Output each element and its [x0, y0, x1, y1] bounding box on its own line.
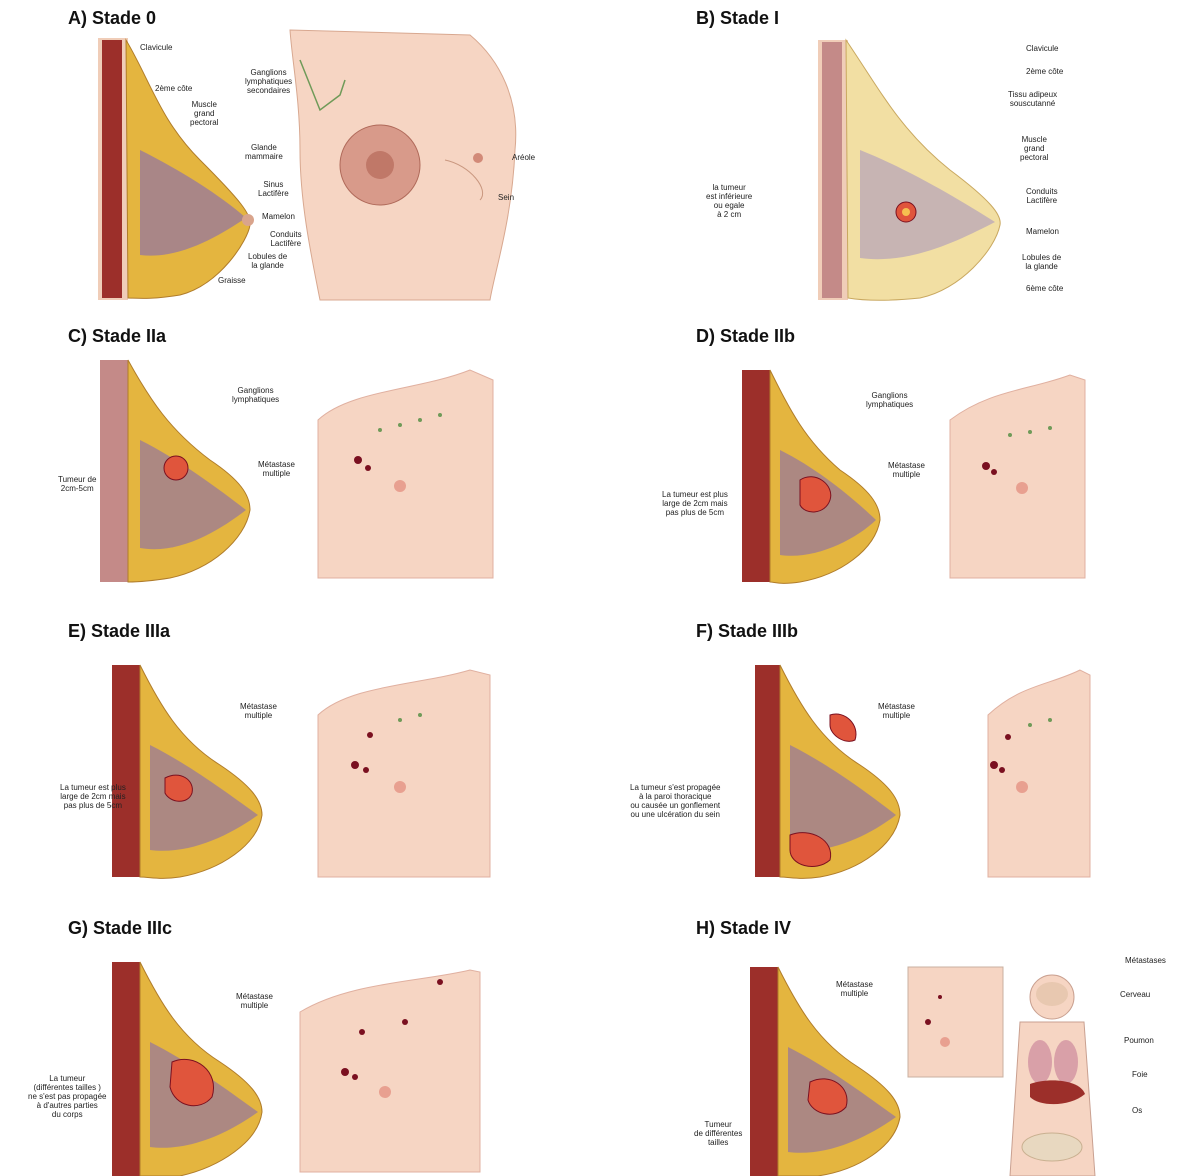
label-tumor: La tumeur s'est propagée à la paroi thor…	[630, 783, 720, 819]
label-rib6: 6ème côte	[1026, 284, 1063, 293]
label-lobules: Lobules de la glande	[248, 252, 287, 270]
label-clavicle: Clavicule	[140, 43, 172, 52]
label-clavicle: Clavicule	[1026, 44, 1058, 53]
panel-stade-3a: E) Stade IIIa Métastase multiple La tume…	[0, 615, 590, 895]
label-breast: Sein	[498, 193, 514, 202]
label-tumor: La tumeur (différentes tailles ) ne s'es…	[28, 1074, 106, 1119]
panel-stade-2a: C) Stade IIa Ganglions lymphatiques Méta…	[0, 320, 590, 600]
label-tumor: La tumeur est plus large de 2cm mais pas…	[662, 490, 728, 517]
panel-stade-3b: F) Stade IIIb Métastase multiple La tume…	[590, 615, 1182, 895]
label-nodes: Ganglions lymphatiques	[232, 386, 279, 404]
label-muscle: Muscle grand pectoral	[190, 100, 218, 127]
torso-illustration	[0, 0, 590, 310]
label-rib2: 2ème côte	[1026, 67, 1063, 76]
torso-illustration	[0, 320, 590, 600]
label-gland: Glande mammaire	[245, 143, 283, 161]
label-tumor: la tumeur est inférieure ou egale à 2 cm	[706, 183, 752, 219]
label-liver: Foie	[1132, 1070, 1148, 1079]
label-nipple: Mamelon	[1026, 227, 1059, 236]
label-areola: Aréole	[512, 153, 535, 162]
label-fat: Graisse	[218, 276, 246, 285]
label-metastasis: Métastase multiple	[258, 460, 295, 478]
label-metastasis: Métastase multiple	[888, 461, 925, 479]
label-metastasis: Métastase multiple	[240, 702, 277, 720]
label-lobules: Lobules de la glande	[1022, 253, 1061, 271]
panel-stade-1: B) Stade I Clavicule 2ème côte Tissu adi…	[590, 0, 1182, 310]
panel-stade-0: A) Stade 0 Clavicule 2ème côte Muscle gr…	[0, 0, 590, 310]
label-nodes: Ganglions lymphatiques secondaires	[245, 68, 292, 95]
label-nodes: Ganglions lymphatiques	[866, 391, 913, 409]
label-metastases-header: Métastases	[1125, 956, 1166, 965]
label-brain: Cerveau	[1120, 990, 1150, 999]
torso-illustration	[0, 912, 590, 1176]
label-metastasis: Métastase multiple	[836, 980, 873, 998]
body-illustration	[590, 912, 1182, 1176]
label-tumor: Tumeur de différentes tailles	[694, 1120, 742, 1147]
label-nipple: Mamelon	[262, 212, 295, 221]
panel-stade-2b: D) Stade IIb Ganglions lymphatiques Méta…	[590, 320, 1182, 600]
label-metastasis: Métastase multiple	[878, 702, 915, 720]
label-sinus: Sinus Lactifère	[258, 180, 289, 198]
label-metastasis: Métastase multiple	[236, 992, 273, 1010]
label-adipose: Tissu adipeux souscutanné	[1008, 90, 1057, 108]
label-lung: Poumon	[1124, 1036, 1154, 1045]
label-tumor: Tumeur de 2cm-5cm	[58, 475, 96, 493]
label-ducts: Conduits Lactifère	[270, 230, 302, 248]
label-ducts: Conduits Lactifère	[1026, 187, 1058, 205]
panel-stade-4: H) Stade IV Métastase multiple Tumeur de…	[590, 912, 1182, 1176]
breast-cross-section	[590, 0, 1182, 310]
torso-illustration	[0, 615, 590, 895]
panel-stade-3c: G) Stade IIIc Métastase multiple La tume…	[0, 912, 590, 1176]
label-tumor: La tumeur est plus large de 2cm mais pas…	[60, 783, 126, 810]
torso-illustration	[590, 320, 1182, 600]
label-rib2: 2ème côte	[155, 84, 192, 93]
label-bone: Os	[1132, 1106, 1142, 1115]
torso-illustration	[590, 615, 1182, 895]
label-muscle: Muscle grand pectoral	[1020, 135, 1048, 162]
